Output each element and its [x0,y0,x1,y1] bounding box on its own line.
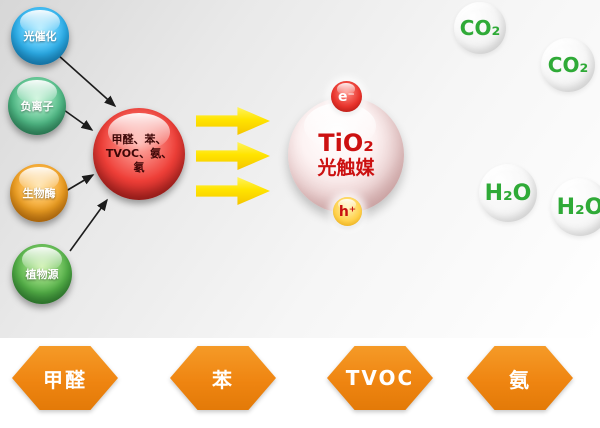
hexagon-label: 甲醛 [43,367,87,392]
pollutant-text-line: 甲醛、苯、 [111,133,167,146]
electron-label: e⁻ [338,88,355,105]
product-label: CO₂ [459,16,501,40]
pollutant-text-line: 氡 [133,161,145,174]
factor-orb-plant-source: 植物源 [12,244,72,304]
factor-label: 光催化 [23,30,57,43]
hexagon-label: 氨 [509,367,531,392]
pollutant-sphere: 甲醛、苯、 TVOC、氨、 氡 [93,108,185,200]
hexagon-shape: 苯 [170,346,276,410]
product-label: H₂O [556,194,600,220]
catalyst-formula: TiO₂ [318,129,374,157]
factor-orb-photocatalysis: 光催化 [11,7,69,65]
factor-orb-bio-enzyme: 生物酶 [10,164,68,222]
hexagon-shape: 甲醛 [12,346,118,410]
pollutant-text-line: TVOC、氨、 [105,147,173,160]
hexagon-label: TVOC [345,366,415,390]
factor-label: 生物酶 [22,187,56,200]
hole-label: h⁺ [338,203,357,220]
hexagon-shape: 氨 [467,346,573,410]
product-bubble-h2o: H₂O [479,164,537,222]
catalyst-sphere: TiO₂ 光触媒 [288,97,404,213]
product-label: CO₂ [547,53,589,77]
factor-label: 负离子 [20,100,54,113]
product-bubble-co2: CO₂ [541,38,595,92]
product-bubble-h2o: H₂O [551,178,600,236]
catalyst-name: 光触媒 [317,157,375,179]
hexagon-tvoc: TVOC [327,346,433,410]
product-label: H₂O [484,180,532,206]
product-bubble-co2: CO₂ [454,2,506,54]
hexagon-formaldehyde: 甲醛 [12,346,118,410]
factor-orb-negative-ion: 负离子 [8,77,66,135]
hexagon-shape: TVOC [327,346,433,410]
hole-badge: h⁺ [333,197,362,226]
hexagon-label: 苯 [212,367,234,392]
electron-badge: e⁻ [331,81,362,112]
hexagon-benzene: 苯 [170,346,276,410]
factor-label: 植物源 [25,268,59,281]
hexagon-ammonia: 氨 [467,346,573,410]
